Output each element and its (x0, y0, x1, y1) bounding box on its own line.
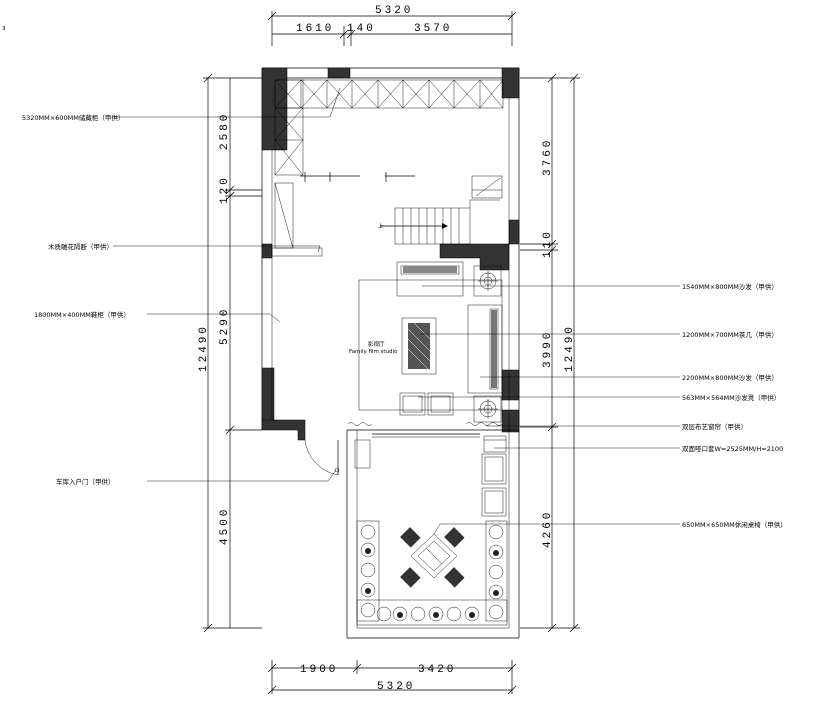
dim-right-d: 4260 (542, 510, 554, 548)
label-stool: 563MM×564MM沙发凳（甲供） (682, 393, 780, 402)
storage-cabinet (274, 79, 504, 176)
dim-left-d: 4500 (219, 507, 231, 545)
label-sofa-b: 2200MM×800MM沙发（甲供） (682, 373, 778, 382)
family-film-studio: 影视厅 Family film studio (347, 261, 503, 438)
room-name-cn: 影视厅 (368, 340, 385, 348)
upper-room-features (271, 172, 503, 257)
dim-bottom-total: 5320 (377, 681, 415, 693)
staircase: 上 (378, 199, 500, 245)
dim-left-c: 5290 (219, 307, 231, 345)
dim-right-total: 12490 (564, 324, 576, 372)
dim-top-b: 140 (347, 23, 376, 35)
walls (261, 67, 520, 639)
dim-left-b: 120 (219, 175, 231, 204)
planter-border (356, 520, 508, 626)
leisure-table-chairs (400, 527, 465, 588)
dim-right-a: 3760 (542, 138, 554, 176)
label-storage-cabinet: 5320MM×600MM储藏柜（甲供） (22, 113, 124, 122)
bottom-dimensions: 1900 3420 5320 (267, 660, 517, 695)
annotation-labels: 5320MM×600MM储藏柜（甲供） 木质雕花隔断（甲供） 1800MM×40… (22, 113, 787, 529)
label-curtain: 双层布艺窗帘（甲供） (682, 422, 747, 431)
dim-top-a: 1610 (296, 23, 334, 35)
label-shoe-cabinet: 1800MM×400MM鞋柜（甲供） (34, 310, 130, 319)
dim-right-b: 110 (542, 229, 554, 258)
room-name-en: Family film studio (349, 349, 398, 355)
label-tea-table: 1200MM×700MM茶几（甲供） (682, 330, 778, 339)
label-wood-partition: 木质雕花隔断（甲供） (48, 242, 113, 251)
label-garage-door: 车库入户门（甲供） (56, 477, 115, 486)
corner-mark: 3 (2, 26, 6, 32)
curtain (347, 422, 503, 438)
dim-top-c: 3570 (414, 23, 452, 35)
right-dimensions: 3760 110 3990 4260 12490 (520, 73, 580, 633)
dim-left-total: 12490 (198, 324, 210, 372)
label-door-frame: 双面哑口套W=2525MM/H=2100 (682, 444, 783, 453)
stair-up-mark: 上 (378, 222, 384, 230)
label-sofa-a: 1540MM×800MM沙发（甲供） (682, 282, 778, 291)
left-dimensions: 12490 2580 120 5290 4500 (198, 73, 262, 633)
label-table-chairs: 650MM×650MM休闲桌椅（甲供） (682, 520, 787, 529)
dim-bottom-a: 1900 (300, 664, 338, 676)
dim-left-a: 2580 (219, 112, 231, 150)
dim-top-total: 5320 (375, 5, 413, 17)
dim-bottom-b: 3420 (418, 664, 456, 676)
dim-right-c: 3990 (542, 330, 554, 368)
leader-lines (113, 87, 680, 535)
top-dimensions: 5320 1610 140 3570 (267, 5, 517, 46)
garage-area (304, 435, 508, 626)
